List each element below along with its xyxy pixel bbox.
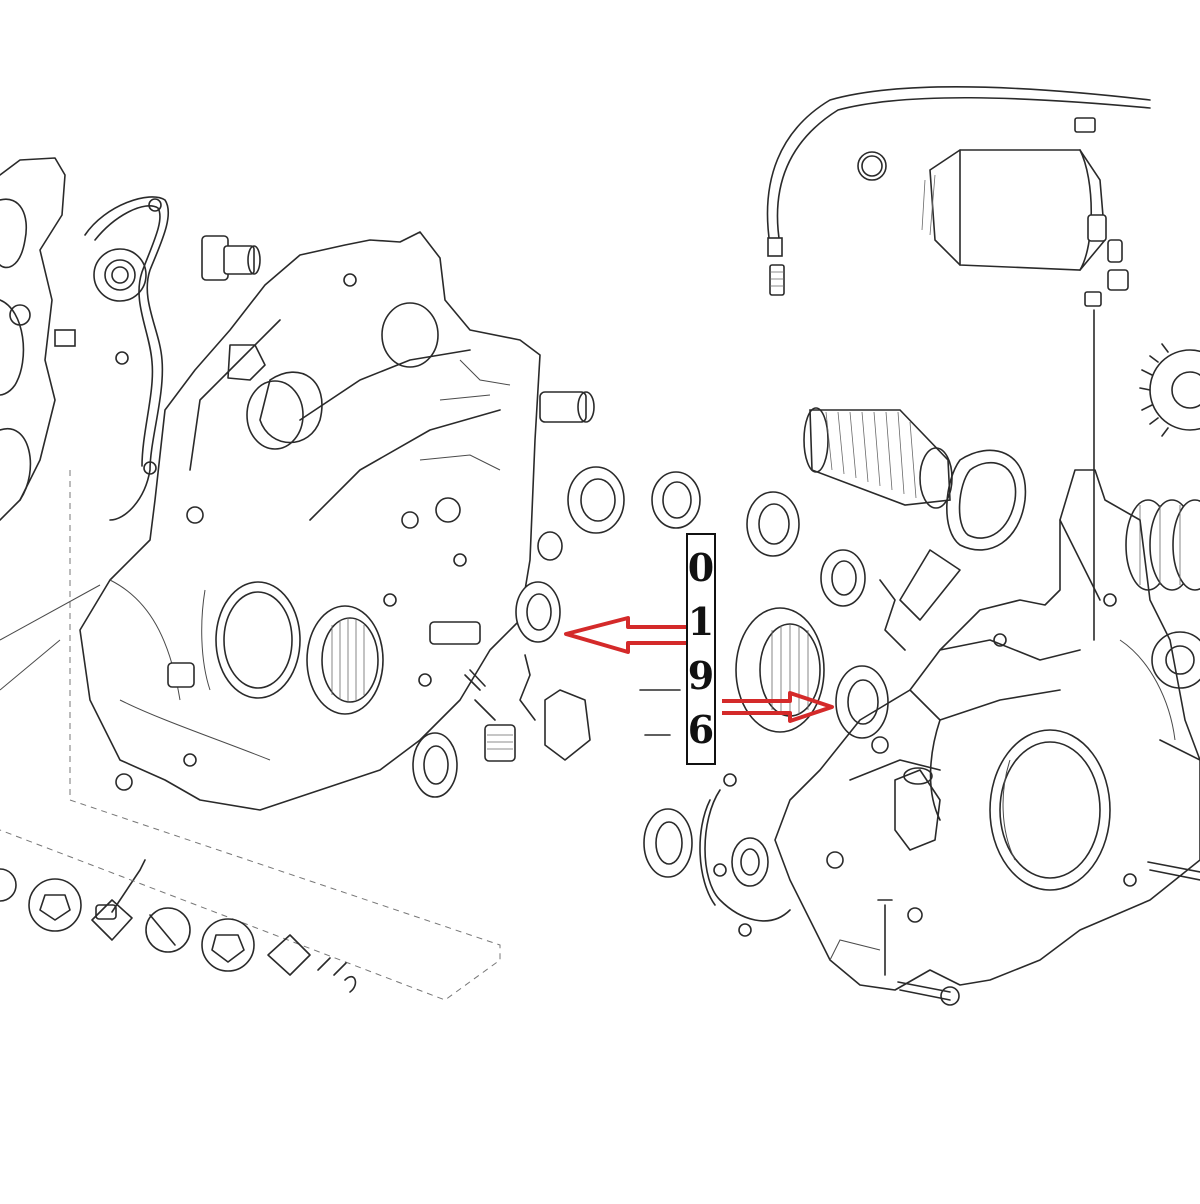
output-shaft-seal — [1125, 499, 1200, 591]
left-seals — [412, 466, 701, 798]
left-assembly-frame — [0, 470, 501, 1001]
left-bearing — [93, 248, 147, 302]
part-digit-3: 9 — [687, 653, 715, 698]
part-number-callout: 0 1 9 6 — [686, 533, 716, 765]
right-gasket — [699, 579, 906, 937]
drive-sprocket — [1139, 343, 1200, 437]
right-seals — [643, 491, 889, 887]
left-pointer-arrow — [564, 616, 686, 654]
clutch-parts-row — [0, 868, 357, 993]
right-pointer-arrow — [722, 691, 834, 723]
wiring-cable — [766, 86, 1151, 296]
starter-motor — [857, 117, 1129, 641]
left-crankcase — [79, 231, 541, 811]
left-main-bearing — [306, 605, 384, 715]
part-digit-4: 6 — [687, 707, 715, 752]
right-crankcase — [774, 469, 1200, 1006]
dowel-pin — [201, 235, 261, 281]
left-pins-and-bushings — [95, 391, 681, 920]
oil-filter — [803, 407, 953, 509]
part-digit-2: 1 — [687, 599, 715, 644]
left-gasket — [84, 196, 170, 521]
filter-cover-gasket — [899, 449, 1027, 621]
left-cover-fragment — [0, 157, 76, 521]
part-digit-1: 0 — [687, 545, 715, 590]
